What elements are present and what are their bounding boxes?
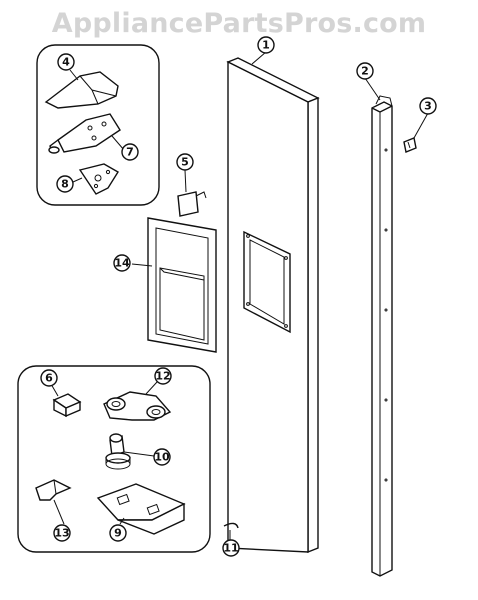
leader-lines: [50, 51, 429, 540]
callout-9-label: 9: [114, 527, 122, 540]
callout-9: 9: [109, 524, 127, 542]
callout-2-label: 2: [361, 65, 369, 78]
callout-5-label: 5: [181, 156, 189, 169]
callout-13: 13: [53, 524, 71, 542]
part-7-top-hinge: [48, 113, 121, 154]
hinge-group-top-panel: [36, 44, 160, 206]
callout-12-label: 12: [155, 370, 170, 383]
callout-1: 1: [257, 36, 275, 54]
callout-5: 5: [176, 153, 194, 171]
part-5-module: [177, 191, 207, 217]
part-1-door-panel: [226, 57, 320, 554]
callout-10-label: 10: [154, 451, 170, 464]
part-8-hinge-shim: [78, 163, 119, 195]
part-4-hinge-cover: [44, 71, 119, 109]
callout-8-label: 8: [61, 178, 69, 191]
callout-8: 8: [56, 175, 74, 193]
callout-1-label: 1: [262, 39, 270, 52]
part-6-angle-bracket: [52, 393, 82, 418]
hinge-group-bottom-panel: [17, 365, 211, 553]
callout-7-label: 7: [126, 146, 134, 159]
part-10-hinge-pin: [105, 433, 131, 470]
part-9-bottom-hinge-plate: [96, 483, 186, 535]
callout-12: 12: [154, 367, 172, 385]
callout-11: 11: [222, 539, 240, 557]
callout-3: 3: [419, 97, 437, 115]
callout-4-label: 4: [62, 56, 70, 69]
part-13-clip: [35, 479, 72, 501]
callout-14-label: 14: [114, 257, 130, 270]
callout-10: 10: [153, 448, 171, 466]
part-14-dispenser-frame: [147, 217, 217, 353]
watermark-text: AppliancePartsPros.com: [51, 8, 427, 39]
callout-13-label: 13: [54, 527, 69, 540]
part-12-bottom-hinge-bracket: [103, 391, 172, 421]
callout-7: 7: [121, 143, 139, 161]
part-11-spring: [223, 522, 239, 529]
callout-4: 4: [57, 53, 75, 71]
part-3-bracket: [403, 137, 417, 153]
callout-2: 2: [356, 62, 374, 80]
callout-11-label: 11: [223, 542, 238, 555]
callout-6-label: 6: [45, 372, 53, 385]
callout-14: 14: [113, 254, 131, 272]
part-2-handle-trim: [371, 95, 393, 577]
callout-6: 6: [40, 369, 58, 387]
callout-3-label: 3: [424, 100, 432, 113]
